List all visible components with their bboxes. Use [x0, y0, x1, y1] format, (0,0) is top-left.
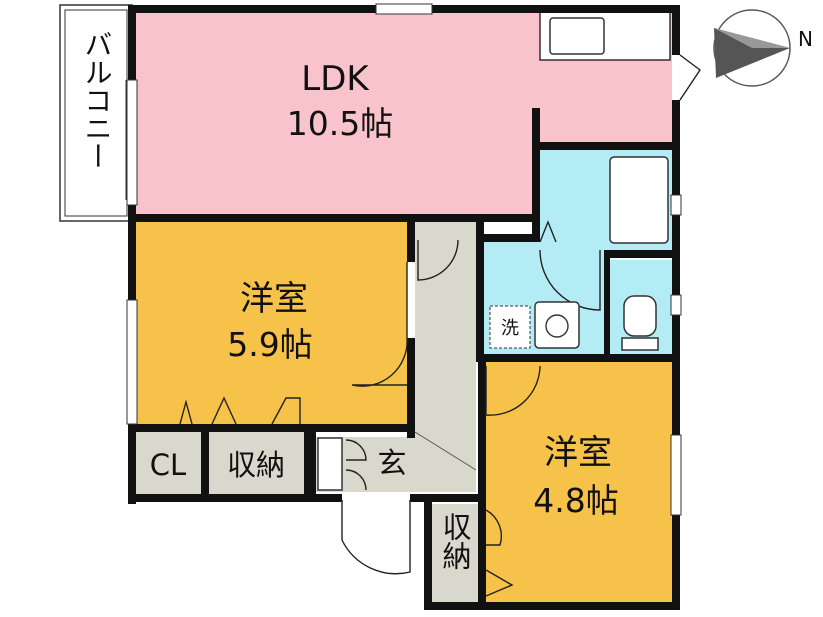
ldk-size: 10.5帖	[287, 104, 393, 143]
storage-2	[432, 504, 479, 602]
western-small-size: 4.8帖	[533, 481, 618, 520]
hallway	[315, 222, 476, 492]
balcony	[59, 4, 133, 222]
western-small-name: 洋室	[544, 433, 612, 473]
washbasin-icon	[534, 301, 580, 349]
compass-north-label: N	[798, 27, 813, 51]
western-room-large	[135, 222, 407, 424]
washer-label: 洗	[501, 318, 519, 339]
closet	[135, 432, 201, 494]
bathtub-icon	[609, 156, 669, 244]
kitchen-sink-icon	[549, 17, 605, 55]
ldk-room	[135, 8, 672, 215]
doors	[179, 54, 701, 597]
storage-2-label: 収納	[438, 512, 472, 570]
walls	[128, 5, 680, 610]
entrance-step-line	[414, 431, 477, 471]
western-large-name: 洋室	[240, 279, 308, 319]
ldk-name: LDK	[301, 59, 370, 99]
western-room-small	[486, 362, 672, 602]
storage-1	[209, 432, 304, 494]
western-large-size: 5.9帖	[227, 325, 312, 364]
balcony-label: バルコニー	[81, 30, 114, 170]
washer-space	[489, 305, 531, 349]
storage-1-label: 収納	[227, 448, 285, 482]
compass-icon	[713, 9, 791, 87]
entrance-label: 玄	[377, 446, 406, 480]
shoe-cabinet	[317, 437, 367, 491]
toilet-icon	[621, 295, 659, 351]
windows	[126, 3, 682, 516]
washbasin-bowl-icon	[545, 314, 569, 338]
closet-label: CL	[150, 448, 186, 482]
